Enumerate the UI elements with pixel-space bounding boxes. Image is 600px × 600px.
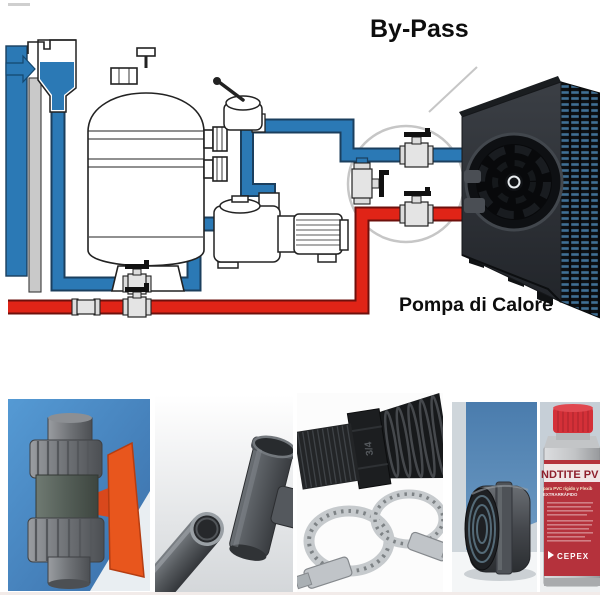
return-line-coupling	[71, 298, 101, 316]
pool-water-column	[5, 45, 28, 277]
union-nut-top	[29, 439, 103, 479]
can-cap	[553, 404, 593, 433]
product-photo-ball-valve	[8, 399, 150, 591]
water-inlet-arrow-icon	[5, 54, 36, 84]
sand-filter	[87, 47, 228, 292]
product-photo-glue-can: NDTITE PV para PVC rígido y Flexib EXTRA…	[540, 402, 600, 592]
can-label: NDTITE PV para PVC rígido y Flexib EXTRA…	[541, 460, 600, 576]
threaded-socket	[464, 481, 531, 575]
pool-skimmer	[5, 39, 77, 113]
brand-name: CEPEX	[557, 552, 589, 561]
bypass-outlet-valve	[399, 187, 434, 227]
artifact-dash	[8, 3, 30, 6]
bypass-label: By-Pass	[370, 15, 469, 43]
heat-pump-label: Pompa di Calore	[399, 294, 553, 316]
hose-clamp	[370, 489, 443, 562]
glue-subtitle: para PVC rígido y Flexib	[543, 486, 593, 491]
female-threads	[468, 495, 496, 563]
fan	[464, 132, 564, 232]
product-photo-hose-adapter: 3/4	[297, 393, 443, 592]
pool-pump	[213, 192, 349, 269]
panel-recess	[464, 170, 481, 183]
multiport-valve-handle	[217, 80, 245, 102]
pvc-tee-fitting	[229, 435, 293, 561]
multiport-valve	[213, 77, 266, 133]
fine-print-lines	[547, 502, 593, 542]
pvc-pipe	[155, 512, 224, 592]
return-line-valve	[122, 283, 152, 318]
filter-lid	[110, 67, 138, 85]
fan-hub-ring	[507, 175, 521, 189]
size-marking: 3/4	[363, 440, 376, 456]
glue-title: NDTITE PV	[541, 469, 599, 481]
bypass-pointer-line	[428, 66, 478, 113]
glue-can: NDTITE PV para PVC rígido y Flexib EXTRA…	[541, 404, 600, 587]
bypass-tee-valve	[351, 162, 389, 205]
air-vent-valve	[136, 47, 156, 68]
heat-pump-unit	[459, 76, 600, 319]
pump-strainer-pot	[213, 205, 281, 263]
filter-union-ports	[203, 126, 228, 182]
glue-subtitle2: EXTRARRÁPIDO	[543, 492, 578, 497]
ball-valve-handle	[107, 441, 145, 578]
union-nut-bottom	[27, 517, 105, 563]
photo-strip-bottom-edge	[0, 592, 600, 595]
panel-recess	[464, 198, 485, 213]
product-photo-pipe-and-tee	[155, 395, 293, 592]
plumbing-diagram: By-Pass Pompa di Calore	[5, 3, 600, 319]
ball-valve	[27, 413, 145, 589]
hose-adapter: 3/4	[297, 393, 443, 490]
product-photo-threaded-socket	[452, 402, 537, 592]
pool-wall	[28, 77, 42, 293]
brand-logo-icon	[548, 551, 554, 559]
bypass-inlet-valve	[399, 128, 434, 168]
